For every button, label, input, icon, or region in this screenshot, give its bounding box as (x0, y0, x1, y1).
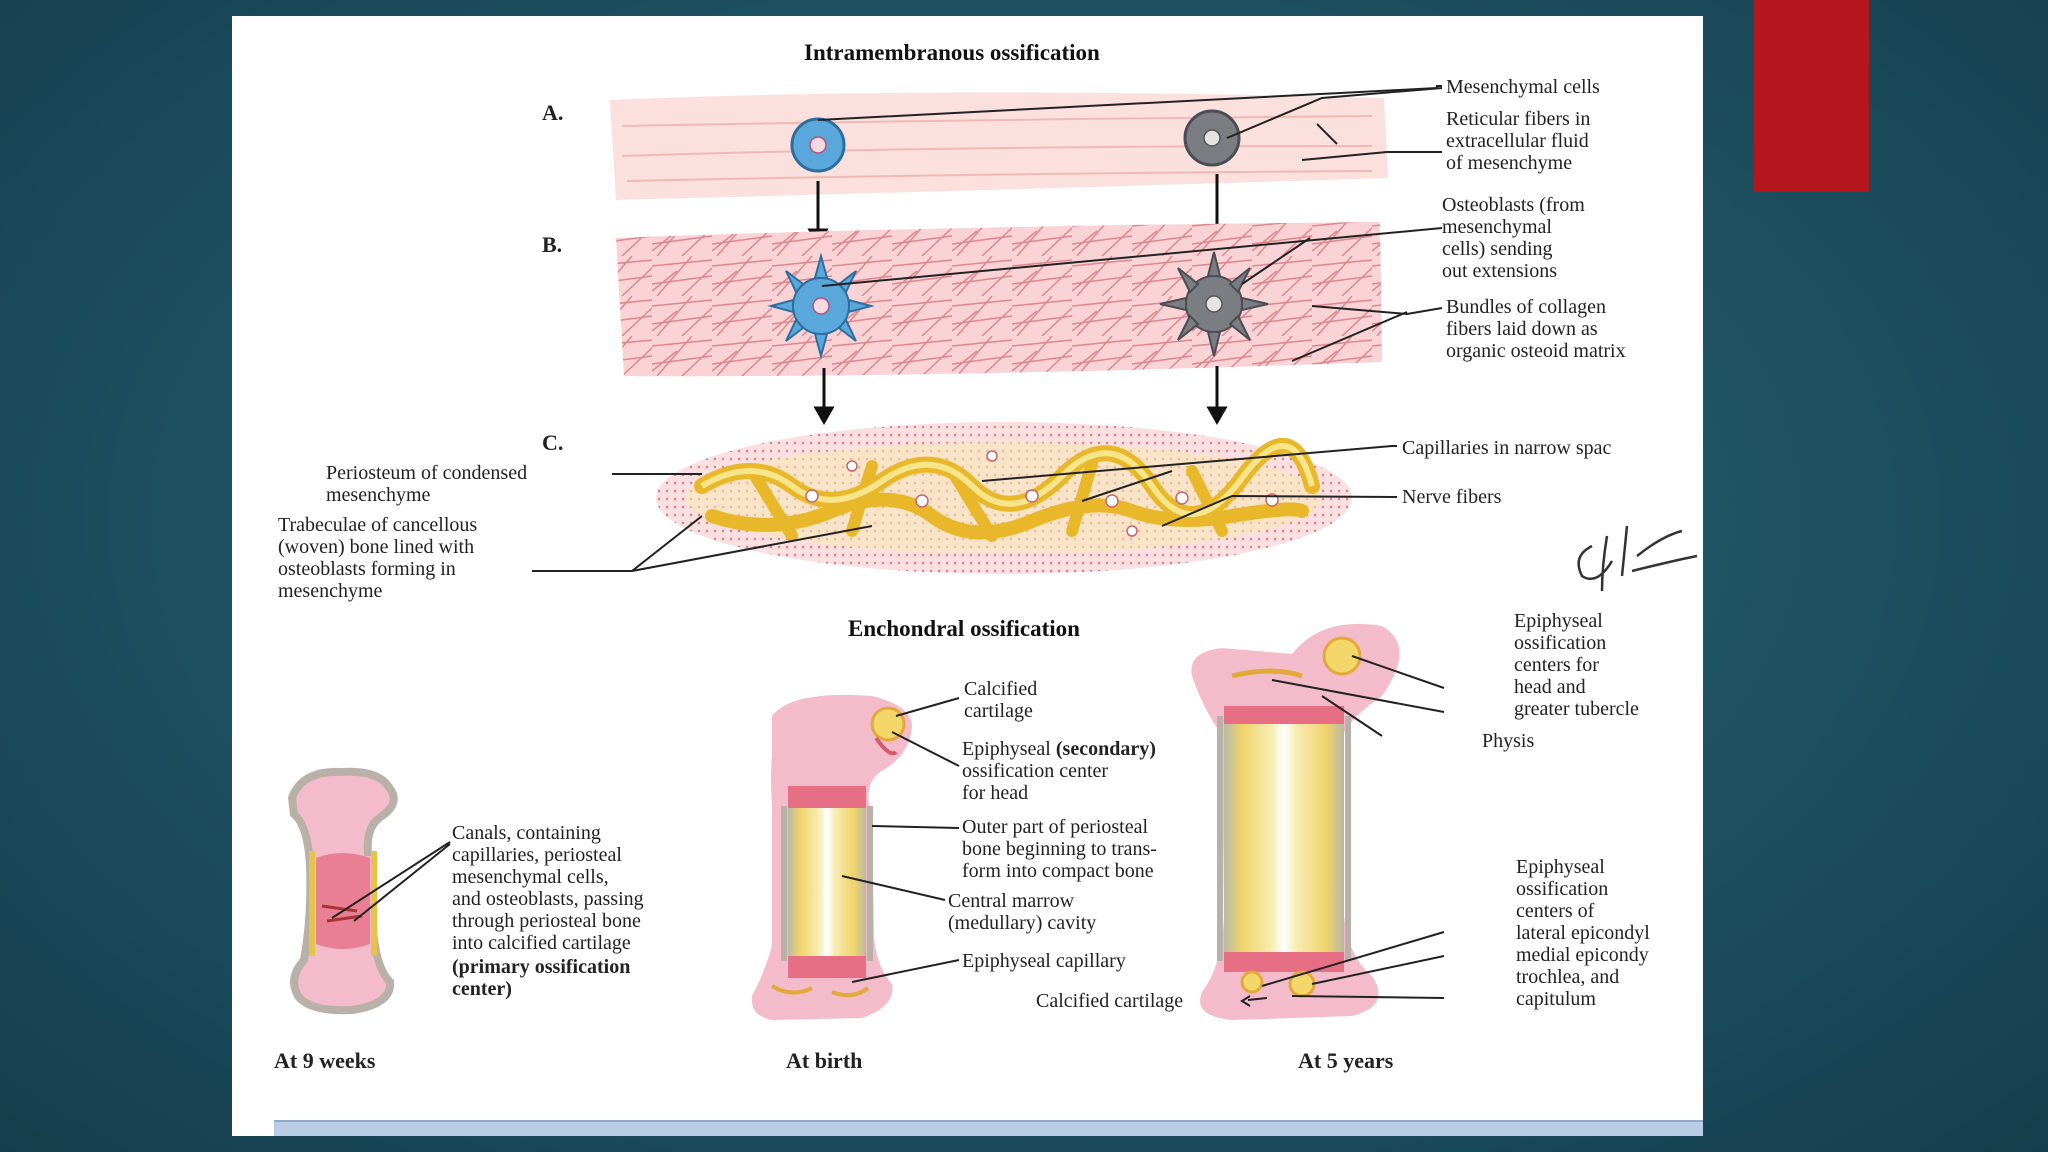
bone-9-weeks (287, 767, 398, 1015)
label-secondary-bold: (secondary) (1055, 738, 1156, 760)
leader-9-weeks (331, 841, 451, 922)
label-periosteum: Periosteum of condensed mesenchyme (326, 462, 528, 506)
netter-signature (1577, 525, 1698, 592)
intramembranous-title: Intramembranous ossification (804, 40, 1100, 65)
label-epiphyseal-capillary: Epiphyseal capillary (962, 950, 1126, 972)
arrows-b-c (813, 366, 1228, 426)
band-a-mesenchyme (610, 92, 1388, 200)
stage-a-label: A. (542, 100, 564, 125)
label-nerve-fibers: Nerve fibers (1402, 486, 1502, 508)
figure-panel: Intramembranous ossification A. B. C. Me… (232, 16, 1703, 1136)
stage-c-label: C. (542, 430, 564, 455)
label-central-marrow: Central marrow (medullary) cavity (948, 890, 1097, 934)
cropped-table-header (274, 1120, 1703, 1136)
label-physis: Physis (1482, 730, 1535, 752)
band-c-trabeculae (656, 422, 1352, 574)
label-osteoblasts: Osteoblasts (from mesenchymal cells) sen… (1442, 194, 1585, 282)
label-centers-head-tubercle: Epiphyseal ossification centers for head… (1514, 610, 1639, 720)
stage-b-label: B. (542, 232, 563, 257)
caption-at-birth: At birth (786, 1048, 863, 1073)
ossification-illustration (287, 85, 1698, 1020)
label-reticular-fibers: Reticular fibers in extracellular fluid … (1446, 108, 1591, 174)
label-outer-periosteal: Outer part of periosteal bone beginning … (962, 816, 1157, 882)
label-capillaries: Capillaries in narrow spac (1402, 437, 1612, 459)
label-mesenchymal-cells: Mesenchymal cells (1446, 76, 1600, 98)
caption-5-years: At 5 years (1298, 1048, 1394, 1073)
label-epiphyseal-text: Epiphyseal (962, 738, 1056, 760)
label-centers-epicondyles: Epiphyseal ossification centers of later… (1516, 856, 1650, 1010)
label-collagen-bundles: Bundles of collagen fibers laid down as … (1446, 296, 1626, 362)
bone-birth (751, 694, 912, 1020)
label-epiphyseal-center-head: Epiphyseal (secondary) ossification cent… (962, 738, 1156, 804)
bone-5-years (1191, 623, 1400, 1020)
leader-lines-intramembranous (532, 85, 1443, 572)
label-ossification-center-for-head: ossification center for head (962, 760, 1109, 804)
label-canals: Canals, containing capillaries, perioste… (452, 822, 644, 954)
caption-9-weeks: At 9 weeks (274, 1048, 376, 1073)
accent-tab (1754, 0, 1869, 192)
leader-birth (841, 697, 960, 983)
enchondral-title: Enchondral ossification (848, 616, 1080, 641)
band-b-collagen (616, 222, 1382, 377)
label-calcified-cartilage-5y: Calcified cartilage (1036, 990, 1184, 1012)
label-calcified-cartilage-birth: Calcified cartilage (964, 678, 1038, 722)
leader-5-years (1240, 655, 1445, 1007)
label-primary-center: (primary ossification center) (452, 956, 631, 1000)
label-trabeculae: Trabeculae of cancellous (woven) bone li… (278, 514, 478, 602)
leader-calcified-bottom (1247, 997, 1268, 1001)
